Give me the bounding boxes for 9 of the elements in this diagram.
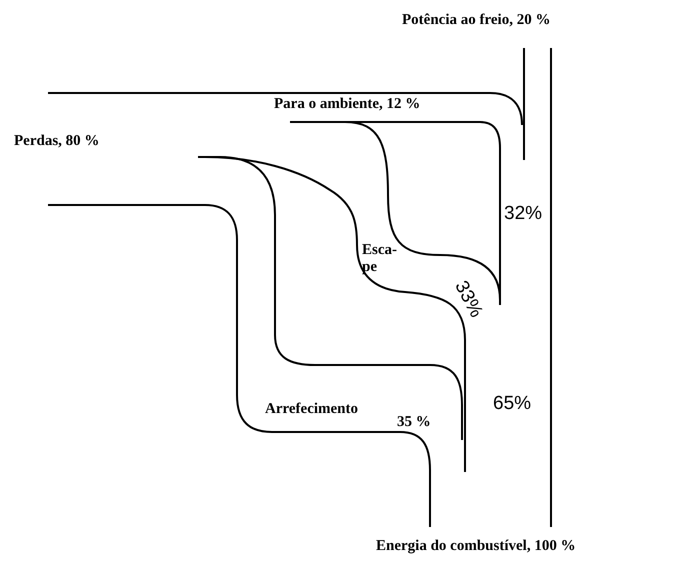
percentage-label: 32% bbox=[504, 204, 542, 225]
flow-label: Energia do combustível, 100 % bbox=[376, 538, 576, 554]
percentage-label: 65% bbox=[493, 394, 532, 415]
flow-label: Potência ao freio, 20 % bbox=[402, 12, 550, 28]
flow-label: Arrefecimento bbox=[265, 401, 358, 418]
flow-label: Para o ambiente, 12 % bbox=[274, 96, 420, 112]
percentage-label: 35 % bbox=[397, 414, 431, 430]
percentage-label: 33% bbox=[450, 278, 486, 322]
flow-label: Perdas, 80 % bbox=[14, 133, 100, 150]
